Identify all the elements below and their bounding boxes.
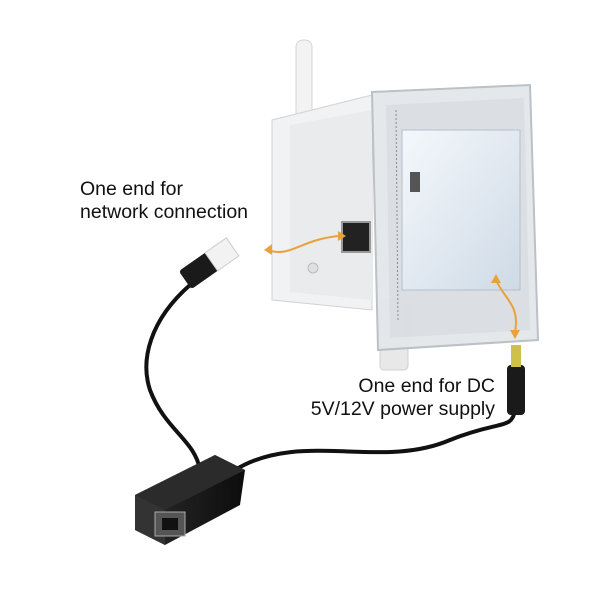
display-screen bbox=[401, 129, 521, 291]
network-connection-label: One end for network connection bbox=[80, 178, 248, 224]
network-label-line2: network connection bbox=[80, 201, 249, 223]
arrow-network bbox=[264, 231, 346, 255]
poe-splitter-box bbox=[135, 455, 245, 545]
ethernet-port bbox=[341, 221, 371, 253]
dc-power-label: One end for DC 5V/12V power supply bbox=[311, 375, 495, 421]
network-label-line1: One end for bbox=[80, 178, 183, 200]
rj45-plug bbox=[179, 237, 240, 288]
dc-cable bbox=[233, 409, 517, 472]
ethernet-cable bbox=[144, 283, 202, 471]
arrow-power bbox=[491, 274, 520, 339]
power-label-line1: One end for DC bbox=[358, 375, 495, 397]
dc-plug bbox=[507, 345, 525, 415]
power-label-line2: 5V/12V power supply bbox=[310, 398, 495, 420]
qr-code bbox=[410, 172, 420, 192]
sensor-device bbox=[271, 83, 540, 371]
